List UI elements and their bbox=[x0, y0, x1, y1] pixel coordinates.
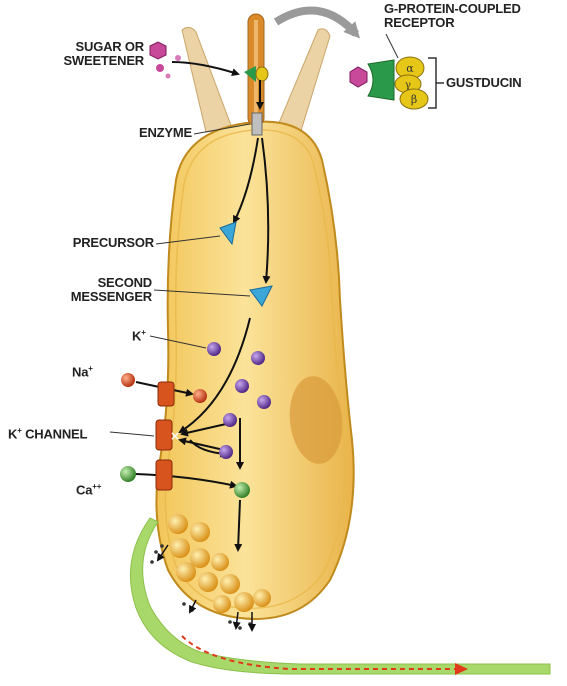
second-messenger-label: SECOND MESSENGER bbox=[40, 276, 152, 304]
vesicle bbox=[234, 592, 254, 612]
vesicle bbox=[213, 595, 231, 613]
k-channel-label: K+ CHANNEL bbox=[8, 424, 87, 441]
second-messenger-line2: MESSENGER bbox=[40, 290, 152, 304]
precursor-label: PRECURSOR bbox=[40, 236, 154, 250]
sugar-sweetener-label: SUGAR OR SWEETENER bbox=[26, 40, 144, 68]
gpcr-label: G-PROTEIN-COUPLED RECEPTOR bbox=[384, 2, 521, 30]
k-channel-text: CHANNEL bbox=[25, 426, 87, 441]
k-ion-label: K+ bbox=[132, 326, 146, 343]
gustducin-label: GUSTDUCIN bbox=[446, 76, 521, 90]
alpha-label: α bbox=[406, 62, 414, 75]
enzyme bbox=[252, 113, 262, 135]
gpcr-label-line2: RECEPTOR bbox=[384, 16, 521, 30]
k-ion bbox=[235, 379, 249, 393]
enzyme-label: ENZYME bbox=[96, 126, 192, 140]
na-channel bbox=[158, 382, 174, 406]
na-ion-outside bbox=[121, 373, 135, 387]
zoom-arrow bbox=[276, 10, 356, 34]
vesicle bbox=[170, 538, 190, 558]
gpcr-icon bbox=[368, 60, 394, 100]
gpcr-zoom bbox=[350, 34, 444, 109]
sweetener-molecule-zoom bbox=[350, 67, 367, 87]
k-ion bbox=[257, 395, 271, 409]
beta-label: β bbox=[411, 93, 417, 106]
vesicle bbox=[168, 514, 188, 534]
vesicle bbox=[220, 574, 240, 594]
vesicle bbox=[176, 562, 196, 582]
ca-ion-label: Ca++ bbox=[76, 480, 101, 497]
vesicle bbox=[211, 553, 229, 571]
k-channel-leader bbox=[110, 432, 154, 436]
microvillus-right bbox=[276, 29, 330, 134]
ca-ion-outside bbox=[120, 466, 136, 482]
gustducin-bracket bbox=[428, 58, 436, 108]
na-ion-inside bbox=[193, 389, 207, 403]
gamma-label: γ bbox=[405, 80, 411, 91]
k-channel-block: × bbox=[170, 429, 180, 443]
k-ion bbox=[207, 342, 221, 356]
na-ion-label: Na+ bbox=[72, 362, 93, 379]
ca-channel bbox=[156, 460, 172, 490]
k-ion bbox=[251, 351, 265, 365]
sugar-label-line2: SWEETENER bbox=[26, 54, 144, 68]
sweetener-molecules bbox=[150, 42, 181, 79]
ca-ion-inside bbox=[234, 482, 250, 498]
k-ion bbox=[219, 445, 233, 459]
second-messenger-line1: SECOND bbox=[40, 276, 152, 290]
vesicle bbox=[198, 572, 218, 592]
sugar-label-line1: SUGAR OR bbox=[26, 40, 144, 54]
vesicle bbox=[253, 589, 271, 607]
k-ion bbox=[223, 413, 237, 427]
vesicle bbox=[190, 522, 210, 542]
gpcr-label-line1: G-PROTEIN-COUPLED bbox=[384, 2, 521, 16]
microvillus-left bbox=[182, 27, 232, 132]
